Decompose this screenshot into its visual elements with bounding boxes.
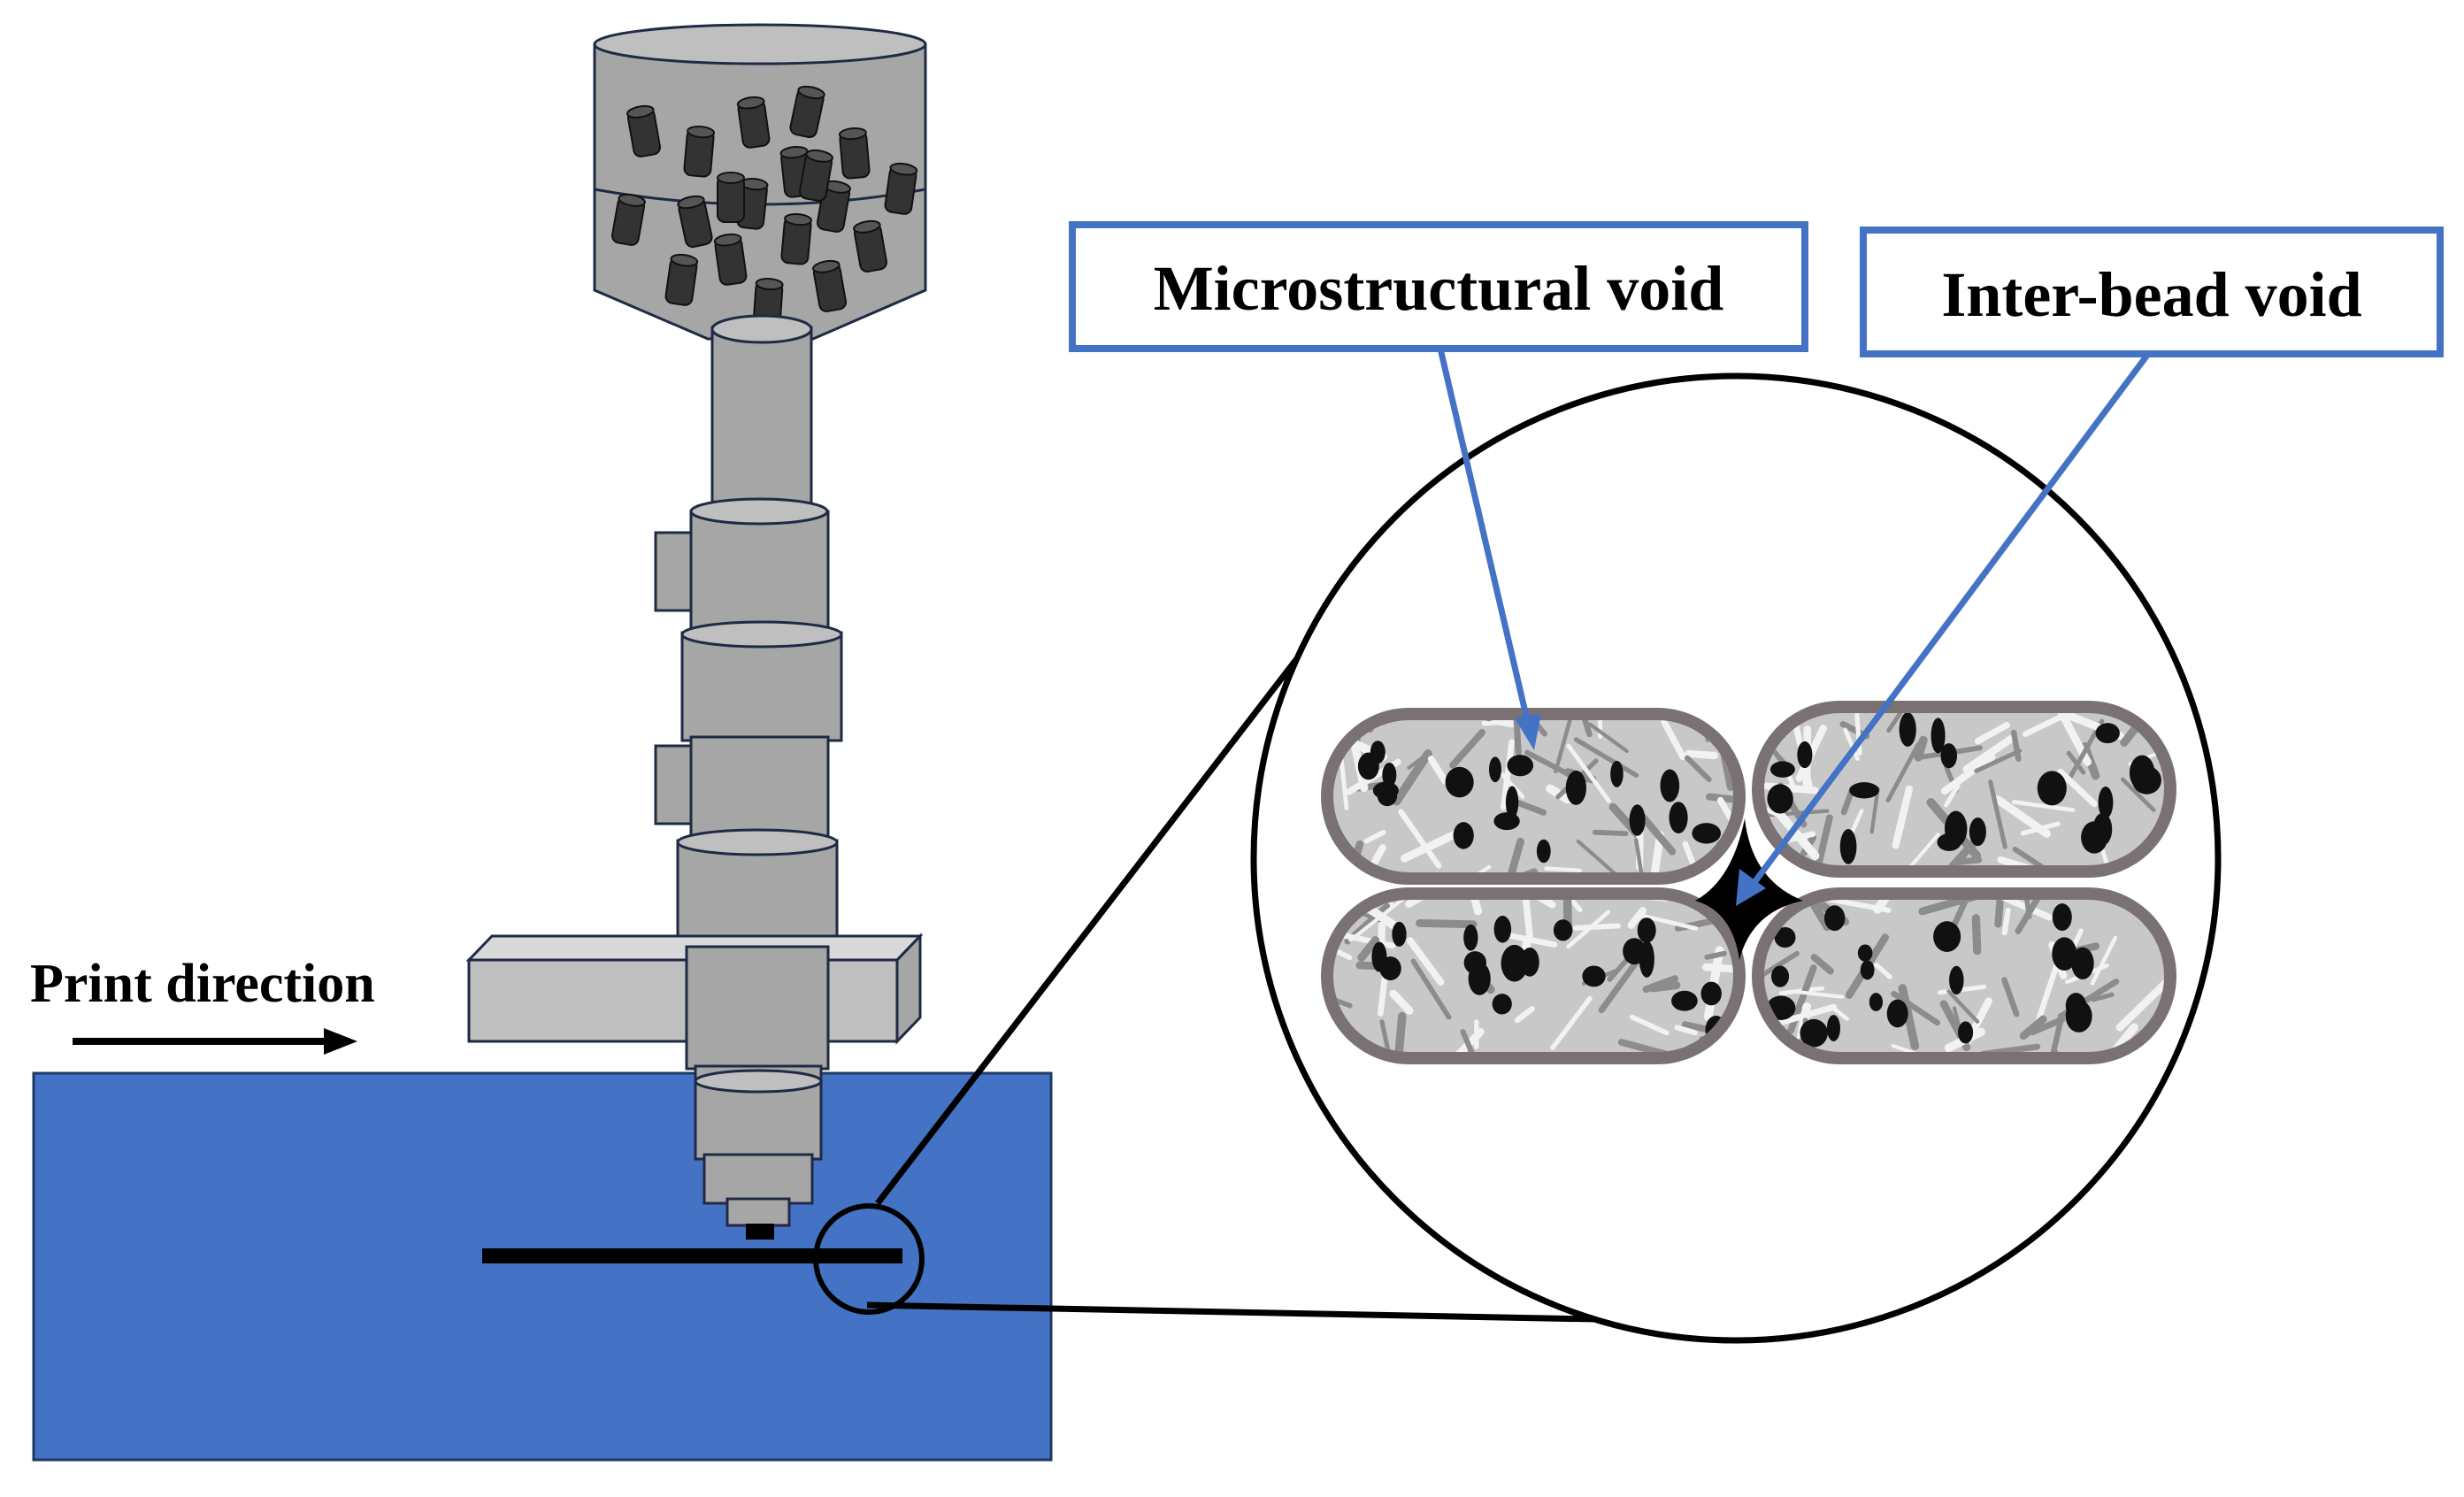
- pellet: [684, 126, 715, 177]
- print-bed: [34, 1073, 1051, 1460]
- side-tab-upper: [656, 533, 692, 610]
- barrel-cap-4: [678, 830, 837, 855]
- nozzle-ring: [704, 1155, 812, 1203]
- barrel-section-2: [682, 633, 841, 741]
- barrel-cap-1: [691, 499, 827, 524]
- barrel-section-5: [687, 947, 828, 1069]
- barrel-section-4: [678, 841, 837, 951]
- pellet: [781, 213, 812, 265]
- nozzle-orifice: [746, 1224, 774, 1240]
- feed-tube-top: [712, 316, 811, 342]
- right-arrow-icon: [73, 1028, 357, 1055]
- feed-tube: [712, 327, 811, 513]
- nozzle-tip: [727, 1199, 789, 1225]
- hopper-rim: [595, 25, 925, 64]
- nozzle-cap: [695, 1071, 821, 1092]
- printed-bead-line: [482, 1248, 902, 1263]
- pellet: [718, 173, 744, 222]
- print-direction-label: Print direction: [30, 954, 375, 1014]
- crossbar-front: [469, 960, 897, 1041]
- barrel-cap-2: [682, 622, 841, 647]
- pellet-hopper-icon: [595, 25, 925, 339]
- pellet: [839, 127, 870, 179]
- inter-bead-void-label: Inter-bead void: [1941, 259, 2361, 330]
- microstructural-void-label: Microstructural void: [1154, 253, 1724, 324]
- side-tab-lower: [656, 746, 692, 824]
